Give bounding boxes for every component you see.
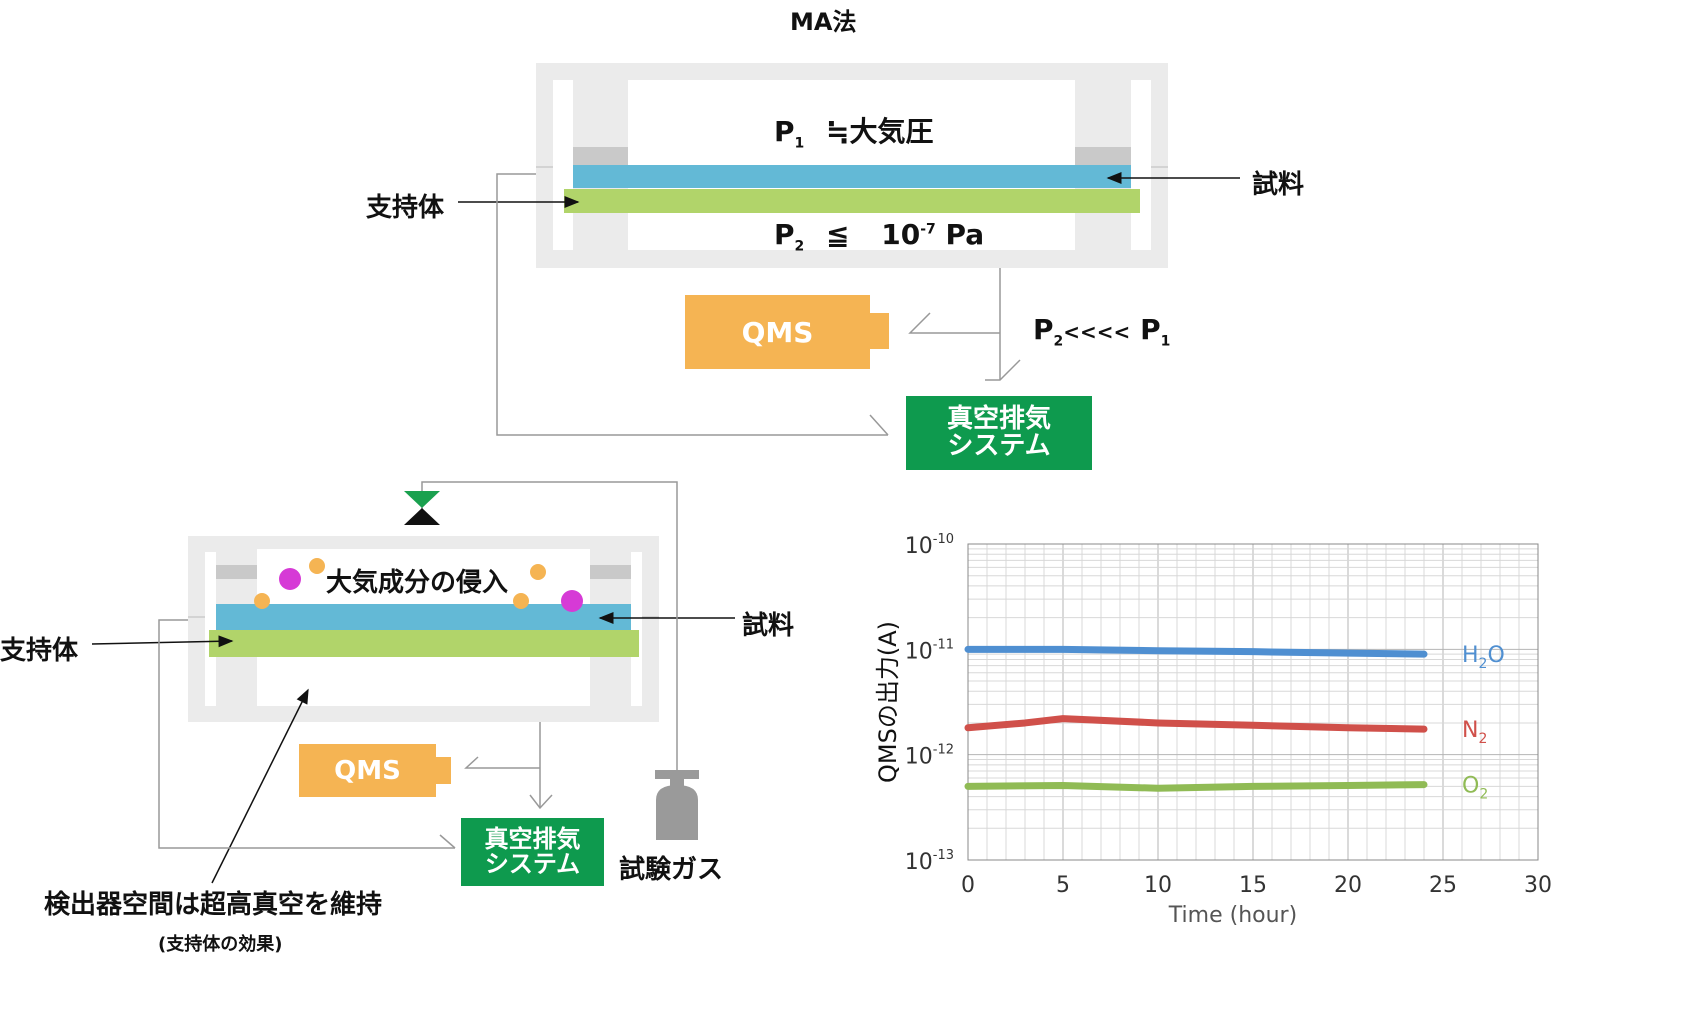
bottom-sample-label: 試料: [742, 611, 795, 641]
x-tick-label: 30: [1524, 873, 1552, 898]
series-line-H2O: [964, 645, 1428, 658]
valve-icon: [404, 491, 440, 525]
atmosphere-molecule-orange: [309, 558, 325, 574]
x-tick-label: 0: [961, 873, 975, 898]
bottom-support-layer: [209, 630, 639, 657]
atmosphere-molecule-orange: [530, 564, 546, 580]
top-exhaust-system: 真空排気 システム: [906, 396, 1092, 470]
detector-space-arrow: [211, 688, 309, 884]
top-qms-box: QMS: [685, 295, 870, 369]
bottom-qms-label: QMS: [334, 755, 401, 786]
detector-note: 検出器空間は超高真空を維持: [44, 890, 383, 920]
x-tick-label: 15: [1239, 873, 1267, 898]
atmosphere-molecule-pink: [561, 590, 583, 612]
y-tick-label: 10-10: [905, 532, 954, 559]
series-label-N2: N2: [1462, 718, 1487, 747]
x-axis-label: Time (hour): [1168, 903, 1297, 928]
top-sample-layer: [573, 165, 1131, 188]
series-line-N2: [964, 715, 1428, 733]
diagram-title: MA法: [790, 8, 857, 36]
gas-cylinder-icon: [655, 770, 699, 840]
bottom-qms-nub: [436, 757, 451, 784]
x-tick-label: 20: [1334, 873, 1362, 898]
bottom-qms-box: QMS: [299, 744, 436, 797]
top-piping: [496, 173, 1021, 436]
bottom-sample-layer: [216, 604, 631, 630]
top-support-label: 支持体: [366, 193, 445, 223]
top-qms-nub: [870, 313, 889, 349]
series-label-H2O: H2O: [1462, 643, 1505, 672]
top-sample-label: 試料: [1252, 170, 1305, 200]
p2-label: P2 ≦ 10-7 Pa: [774, 218, 985, 255]
y-axis-label: QMSの出力(A): [874, 621, 902, 783]
bottom-support-label: 支持体: [0, 636, 79, 666]
atmosphere-molecule-pink: [279, 568, 301, 590]
x-tick-label: 10: [1144, 873, 1172, 898]
top-qms-label: QMS: [741, 315, 814, 349]
series-line-O2: [964, 781, 1428, 792]
atmosphere-molecule-orange: [254, 593, 270, 609]
detector-note-sub: (支持体の効果): [158, 934, 283, 955]
intrusion-label: 大気成分の侵入: [326, 568, 509, 598]
x-tick-label: 5: [1056, 873, 1070, 898]
test-gas-label: 試験ガス: [619, 855, 724, 885]
bottom-support-arrow: [91, 635, 234, 648]
y-tick-label: 10-12: [905, 743, 954, 770]
bottom-exhaust-system: 真空排気 システム: [461, 818, 604, 886]
y-tick-label: 10-13: [905, 848, 954, 875]
y-tick-label: 10-11: [905, 637, 954, 664]
plot-frame: [967, 543, 1539, 861]
x-tick-label: 25: [1429, 873, 1457, 898]
p1-label: P1 ≒大気圧: [774, 115, 934, 152]
pressure-comparison: P2<<<< P1: [1033, 313, 1171, 350]
atmosphere-molecule-orange: [513, 593, 529, 609]
series-label-O2: O2: [1462, 774, 1488, 803]
top-support-layer: [564, 189, 1140, 213]
